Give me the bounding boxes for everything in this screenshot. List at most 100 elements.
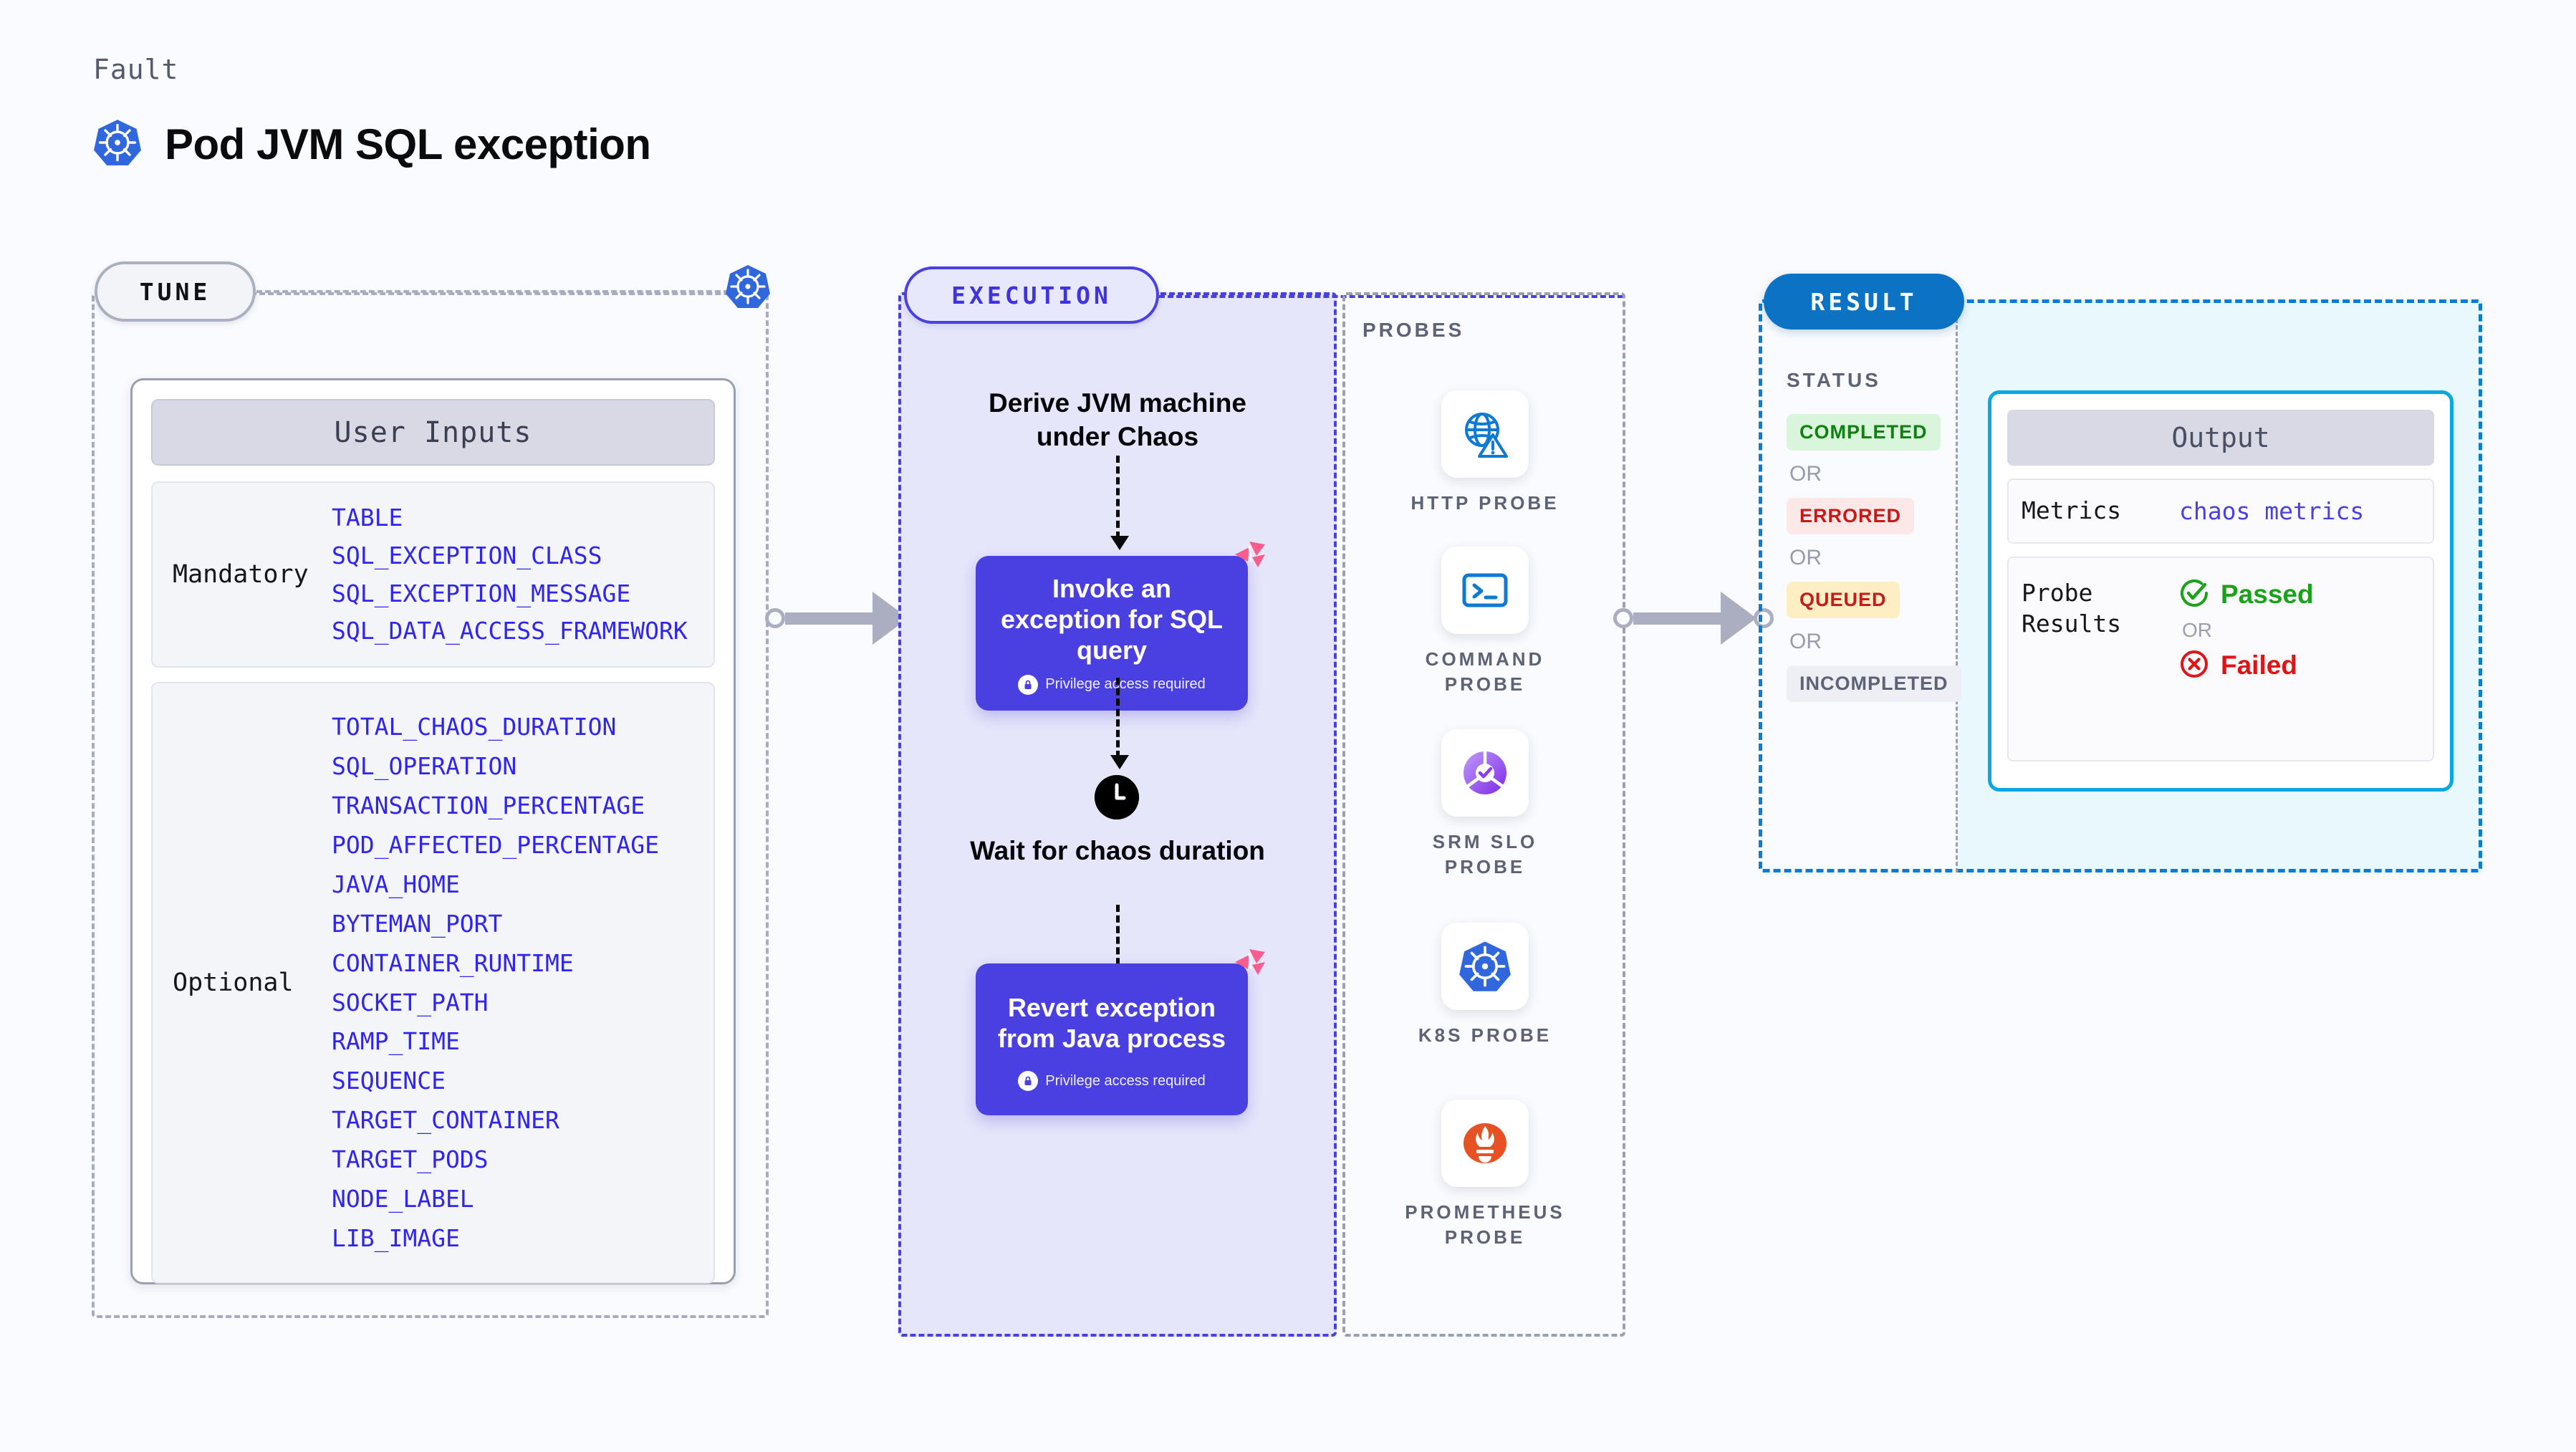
env-var[interactable]: BYTEMAN_PORT [332, 909, 503, 938]
prometheus-icon [1441, 1100, 1529, 1187]
env-var[interactable]: TRANSACTION_PERCENTAGE [332, 791, 645, 819]
env-var[interactable]: SQL_DATA_ACCESS_FRAMEWORK [332, 617, 688, 645]
probe-label: HTTP PROBE [1410, 492, 1559, 514]
output-metrics-row: Metrics chaos metrics [2007, 479, 2434, 544]
srm-slo-icon [1441, 729, 1529, 817]
mandatory-vars-list: TABLE SQL_EXCEPTION_CLASS SQL_EXCEPTION_… [332, 504, 688, 645]
flow-arrow-1 [1110, 456, 1129, 550]
privilege-note-row: Privilege access required [989, 1071, 1235, 1092]
probe-label: K8S PROBE [1418, 1024, 1552, 1046]
probe-result-failed: Failed [2179, 649, 2314, 683]
status-badge-errored: ERRORED [1787, 498, 1915, 534]
result-section [1759, 299, 2482, 872]
probe-failed-label: Failed [2221, 650, 2297, 681]
env-var[interactable]: SQL_OPERATION [332, 751, 517, 780]
env-var[interactable]: SOCKET_PATH [332, 988, 489, 1016]
x-circle-icon [2179, 649, 2209, 683]
probe-k8s[interactable]: K8S PROBE [1418, 923, 1549, 1048]
clock-icon [1095, 775, 1139, 819]
probe-http[interactable]: HTTP PROBE [1410, 390, 1557, 516]
privilege-note-row: Privilege access required [989, 674, 1235, 695]
env-var[interactable]: TARGET_PODS [332, 1145, 489, 1174]
tune-section [92, 292, 769, 1318]
connector-line [785, 612, 874, 625]
env-var[interactable]: TABLE [332, 503, 403, 532]
env-var[interactable]: SQL_EXCEPTION_CLASS [332, 541, 602, 569]
lock-icon [1018, 1071, 1039, 1092]
output-card: Output Metrics chaos metrics Probe Resul… [1988, 390, 2454, 792]
probe-srm-slo[interactable]: SRM SLO PROBE [1431, 729, 1539, 880]
probe-label: PROMETHEUS PROBE [1405, 1201, 1565, 1249]
status-or-2: OR [1789, 546, 1822, 569]
fault-eyebrow-label: Fault [93, 54, 179, 85]
probe-label: SRM SLO PROBE [1432, 831, 1538, 878]
tune-pill[interactable]: TUNE [95, 261, 256, 322]
probe-results-values: Passed OR Failed [2179, 578, 2314, 683]
action-title: Invoke an exception for SQL query [1000, 574, 1224, 665]
env-var[interactable]: TARGET_CONTAINER [332, 1106, 559, 1135]
env-var[interactable]: LIB_IMAGE [332, 1224, 460, 1253]
execution-action-revert-exception[interactable]: Revert exception from Java process Privi… [976, 949, 1265, 1116]
env-var[interactable]: RAMP_TIME [332, 1027, 460, 1056]
status-or-1: OR [1789, 462, 1822, 486]
mandatory-group-label: Mandatory [173, 560, 309, 589]
kubernetes-icon [1441, 923, 1529, 1010]
probe-passed-label: Passed [2221, 580, 2314, 610]
output-metrics-value[interactable]: chaos metrics [2179, 496, 2365, 525]
harness-badge-icon [1228, 945, 1268, 989]
execution-action-invoke-exception[interactable]: Invoke an exception for SQL query Privil… [976, 542, 1265, 711]
globe-warning-icon [1441, 390, 1529, 478]
result-pill[interactable]: RESULT [1764, 274, 1964, 330]
probe-command[interactable]: COMMAND PROBE [1426, 547, 1542, 697]
output-probe-results-key: Probe Results [2022, 578, 2122, 638]
env-var[interactable]: JAVA_HOME [332, 870, 460, 898]
harness-badge-icon [1228, 537, 1268, 581]
execution-pill[interactable]: EXECUTION [904, 266, 1159, 324]
execution-step-wait-for-chaos: Wait for chaos duration [970, 836, 1265, 865]
env-var[interactable]: NODE_LABEL [332, 1185, 474, 1213]
env-var[interactable]: POD_AFFECTED_PERCENTAGE [332, 830, 659, 859]
result-status-column-divider [1759, 299, 1958, 872]
connector-end-dot [1754, 608, 1774, 628]
probes-section [1342, 292, 1625, 1337]
probe-label: COMMAND PROBE [1425, 648, 1545, 696]
status-options-list: COMPLETED OR ERRORED OR QUEUED OR INCOMP… [1787, 414, 1961, 702]
mandatory-inputs-group: Mandatory TABLE SQL_EXCEPTION_CLASS SQL_… [151, 481, 715, 668]
check-circle-icon [2179, 578, 2209, 612]
user-inputs-title: User Inputs [151, 399, 715, 466]
status-label: STATUS [1787, 369, 1881, 391]
status-badge-incompleted: INCOMPLETED [1787, 665, 1961, 702]
page-title-row: Pod JVM SQL exception [93, 118, 651, 170]
optional-vars-list: TOTAL_CHAOS_DURATION SQL_OPERATION TRANS… [332, 713, 659, 1252]
optional-group-label: Optional [173, 968, 294, 997]
flow-arrow-2 [1110, 678, 1129, 769]
kubernetes-icon [93, 118, 142, 170]
execution-step-derive-jvm: Derive JVM machine under Chaos [989, 388, 1246, 451]
probe-result-passed: Passed [2179, 578, 2314, 612]
connector-execution-to-result [1613, 592, 1774, 645]
env-var[interactable]: SQL_EXCEPTION_MESSAGE [332, 579, 631, 607]
output-card-title: Output [2007, 410, 2434, 466]
output-metrics-key: Metrics [2022, 496, 2122, 524]
status-or-3: OR [1789, 630, 1822, 653]
page-title: Pod JVM SQL exception [165, 120, 651, 168]
action-title: Revert exception from Java process [997, 993, 1226, 1054]
privilege-note-text: Privilege access required [1045, 1072, 1206, 1089]
output-probe-results-row: Probe Results Passed OR [2007, 556, 2434, 761]
probe-prometheus[interactable]: PROMETHEUS PROBE [1405, 1100, 1562, 1250]
status-badge-completed: COMPLETED [1787, 414, 1941, 451]
env-var[interactable]: TOTAL_CHAOS_DURATION [332, 712, 617, 741]
optional-inputs-group: Optional TOTAL_CHAOS_DURATION SQL_OPERAT… [151, 682, 715, 1284]
kubernetes-platform-icon [725, 264, 771, 313]
tune-dashed-connector [256, 290, 738, 293]
privilege-note-text: Privilege access required [1045, 676, 1206, 693]
execution-dashed-connector [1159, 295, 1623, 298]
connector-arrowhead [1721, 592, 1756, 645]
probes-section-label: PROBES [1363, 319, 1465, 341]
probe-result-or: OR [2182, 618, 2212, 641]
connector-start-dot [1613, 608, 1633, 628]
env-var[interactable]: CONTAINER_RUNTIME [332, 948, 574, 977]
env-var[interactable]: SEQUENCE [332, 1067, 446, 1095]
terminal-icon [1441, 547, 1529, 634]
